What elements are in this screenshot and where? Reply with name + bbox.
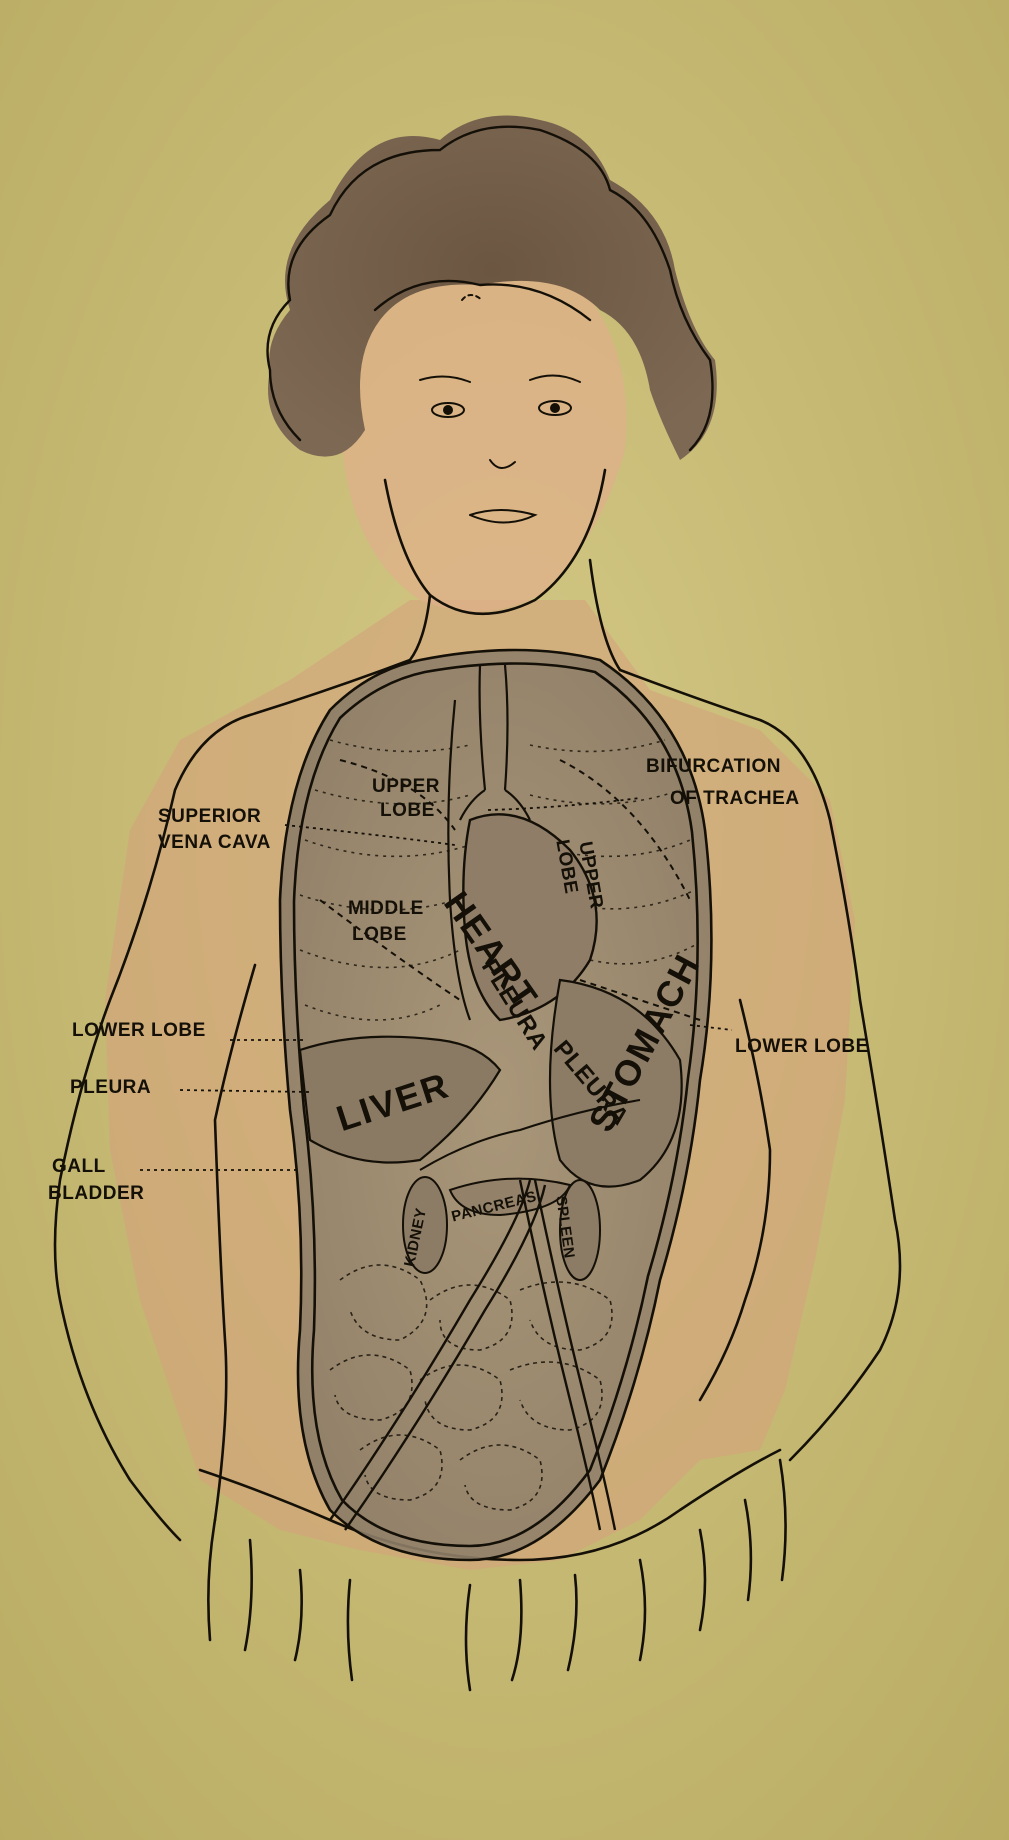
label-pleura-right: PLEURA: [70, 1077, 151, 1098]
label-superior-vena-cava-1: SUPERIOR: [158, 806, 261, 827]
label-bifurcation-1: BIFURCATION: [646, 756, 781, 777]
label-middle-lobe-2: LOBE: [352, 924, 407, 945]
label-superior-vena-cava-2: VENA CAVA: [158, 832, 271, 853]
label-gall-bladder-1: GALL: [52, 1156, 106, 1177]
label-bifurcation-2: OF TRACHEA: [670, 788, 800, 809]
label-middle-lobe-1: MIDDLE: [348, 898, 424, 919]
label-upper-lobe-right-1: UPPER: [372, 776, 440, 797]
label-lower-lobe-right: LOWER LOBE: [72, 1020, 206, 1041]
label-lower-lobe-left: LOWER LOBE: [735, 1036, 869, 1057]
label-upper-lobe-right-2: LOBE: [380, 800, 435, 821]
label-gall-bladder-2: BLADDER: [48, 1183, 144, 1204]
